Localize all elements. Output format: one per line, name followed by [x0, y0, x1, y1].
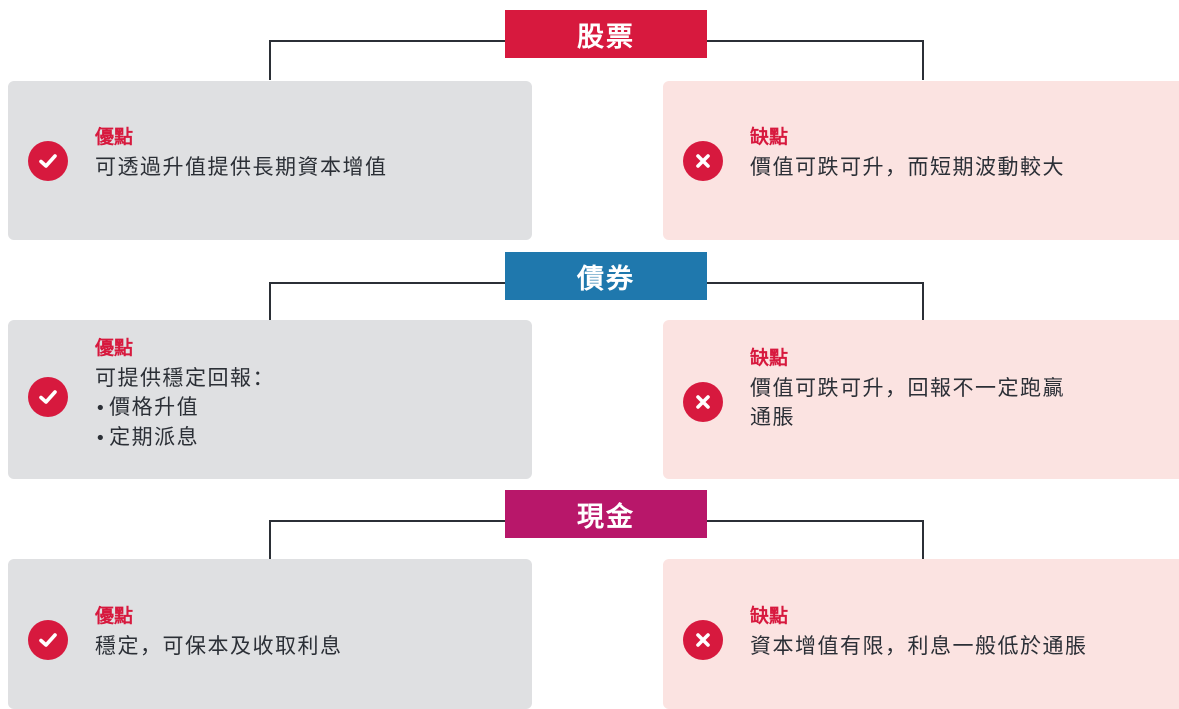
bullet-item: •定期派息	[95, 425, 200, 449]
section-bonds: 債券 優點 可提供穩定回報： •價格升值 •定期派息 缺點 價值可跌可升，回報不…	[0, 252, 1179, 480]
stocks-header: 股票	[505, 10, 707, 58]
check-icon	[28, 141, 68, 181]
bullet-text: 價格升值	[109, 395, 200, 419]
cons-text: 價值可跌可升，而短期波動較大	[750, 155, 1065, 179]
bullet-text: 定期派息	[109, 425, 200, 449]
stocks-cons-card: 缺點 價值可跌可升，而短期波動較大	[663, 81, 1179, 240]
cons-text: 資本增值有限，利息一般低於通脹	[750, 634, 1088, 658]
connector-drop-right	[922, 40, 924, 80]
cash-pros-card: 優點 穩定，可保本及收取利息	[8, 559, 532, 709]
pros-text: 可提供穩定回報：	[95, 366, 275, 390]
connector-drop-left	[269, 40, 271, 80]
pros-text: 可透過升值提供長期資本增值	[95, 155, 388, 179]
pros-label: 優點	[95, 605, 134, 627]
section-stocks: 股票 優點 可透過升值提供長期資本增值 缺點 價值可跌可升，而短期波動較大	[0, 10, 1179, 242]
bonds-cons-card: 缺點 價值可跌可升，回報不一定跑贏 通脹	[663, 320, 1179, 479]
section-cash: 現金 優點 穩定，可保本及收取利息 缺點 資本增值有限，利息一般低於通脹	[0, 490, 1179, 709]
cons-label: 缺點	[750, 126, 789, 148]
check-icon	[28, 620, 68, 660]
connector-drop-right	[922, 282, 924, 322]
connector-drop-right	[922, 520, 924, 560]
pros-label: 優點	[95, 337, 134, 359]
cross-icon	[683, 141, 723, 181]
bonds-pros-card: 優點 可提供穩定回報： •價格升值 •定期派息	[8, 320, 532, 479]
connector-drop-left	[269, 520, 271, 560]
pros-label: 優點	[95, 126, 134, 148]
bonds-header: 債券	[505, 252, 707, 300]
cash-header: 現金	[505, 490, 707, 538]
pros-text: 穩定，可保本及收取利息	[95, 634, 343, 658]
check-icon	[28, 377, 68, 417]
cons-label: 缺點	[750, 347, 789, 369]
cons-text-line1: 價值可跌可升，回報不一定跑贏	[750, 376, 1065, 400]
bullet-item: •價格升值	[95, 395, 200, 419]
connector-drop-left	[269, 282, 271, 322]
cons-label: 缺點	[750, 605, 789, 627]
stocks-pros-card: 優點 可透過升值提供長期資本增值	[8, 81, 532, 240]
cross-icon	[683, 620, 723, 660]
cash-cons-card: 缺點 資本增值有限，利息一般低於通脹	[663, 559, 1179, 709]
cons-text-line2: 通脹	[750, 405, 795, 429]
cross-icon	[683, 382, 723, 422]
